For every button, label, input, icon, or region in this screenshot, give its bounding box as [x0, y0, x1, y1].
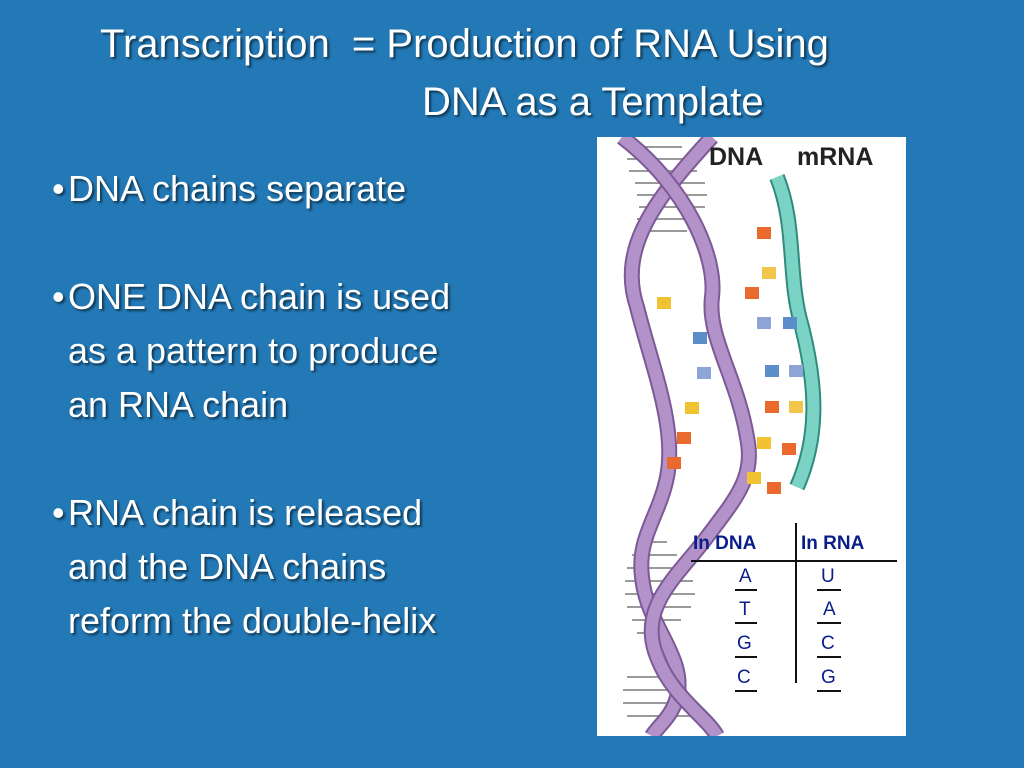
bullet-text: DNA chains separate: [68, 168, 407, 209]
cell-underline: [735, 622, 757, 624]
bullet-item: • RNA chain is released and the DNA chai…: [52, 486, 592, 648]
base-pairs: [657, 227, 803, 494]
title-line-1: Transcription = Production of RNA Using: [100, 22, 829, 66]
table-cell-rna: G: [821, 667, 836, 688]
table-cell-dna: G: [737, 633, 752, 654]
table-cell-rna: C: [821, 633, 835, 654]
transcription-figure: DNA mRNA In DNA In RNA A U T A G C C G: [597, 137, 906, 736]
table-divider-vertical: [795, 523, 797, 683]
bullet-text: RNA chain is released and the DNA chains…: [68, 492, 437, 641]
table-cell-dna: C: [737, 667, 751, 688]
table-cell-dna: A: [739, 566, 752, 587]
title-line-2: DNA as a Template: [422, 80, 764, 124]
mrna-label: mRNA: [797, 143, 874, 171]
bullet-text: ONE DNA chain is used as a pattern to pr…: [68, 276, 451, 425]
bullet-marker: •: [52, 168, 65, 209]
header-in-dna: In DNA: [693, 533, 757, 554]
header-in-rna: In RNA: [801, 533, 865, 554]
mrna-strand: [771, 174, 820, 490]
dna-strand-template: [618, 137, 755, 736]
cell-underline: [735, 656, 757, 658]
cell-underline: [735, 589, 757, 591]
cell-underline: [817, 656, 841, 658]
cell-underline: [817, 622, 841, 624]
bullet-marker: •: [52, 276, 65, 317]
bullet-marker: •: [52, 492, 65, 533]
cell-underline: [817, 690, 841, 692]
dna-helix-illustration: [617, 137, 822, 736]
bullet-item: • DNA chains separate: [52, 162, 592, 216]
table-cell-rna: U: [821, 566, 835, 587]
cell-underline: [817, 589, 841, 591]
table-cell-rna: A: [823, 599, 836, 620]
table-divider-horizontal: [691, 560, 897, 562]
bullet-list: • DNA chains separate • ONE DNA chain is…: [52, 162, 592, 702]
cell-underline: [735, 690, 757, 692]
table-cell-dna: T: [739, 599, 751, 620]
bullet-item: • ONE DNA chain is used as a pattern to …: [52, 270, 592, 432]
dna-label: DNA: [709, 143, 764, 171]
